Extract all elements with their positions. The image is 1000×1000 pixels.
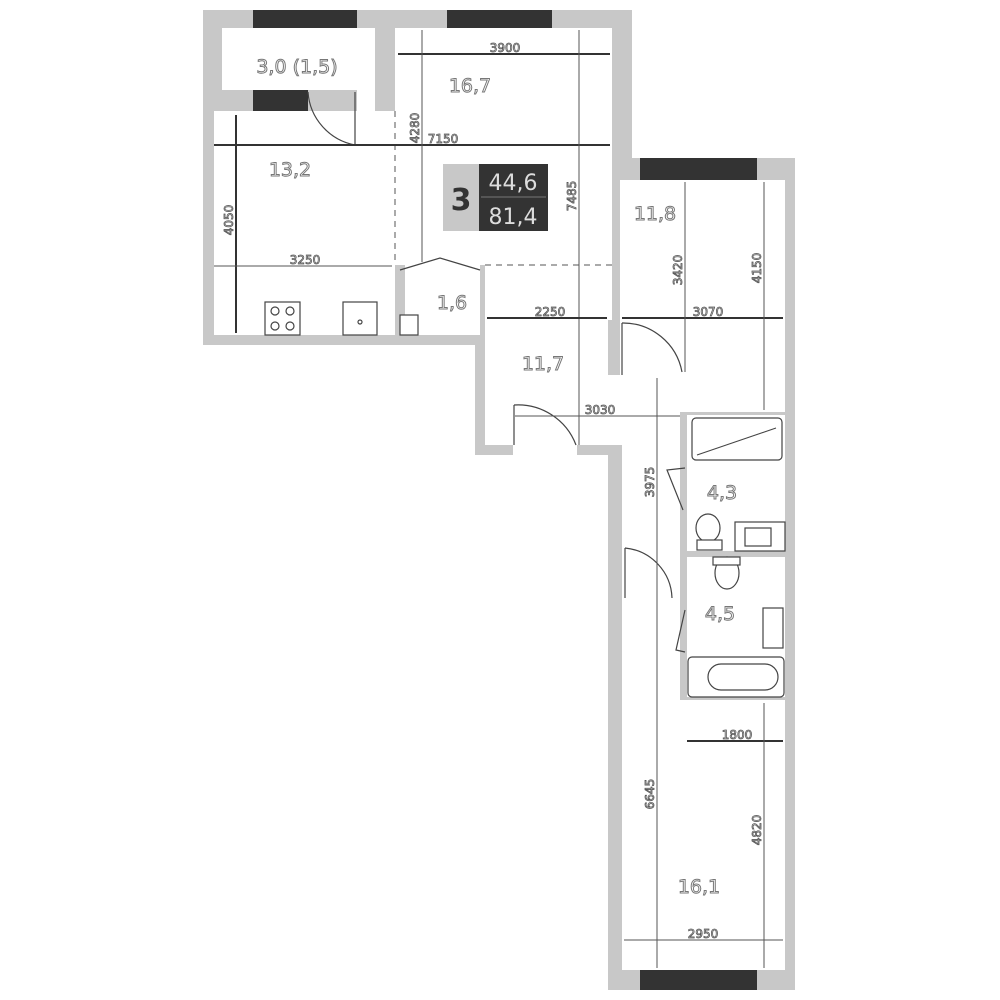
room-area-storage: 1,6 — [437, 292, 467, 314]
window — [640, 158, 757, 180]
dimension-lines — [214, 30, 783, 968]
windows — [253, 10, 757, 990]
dimension-label: 4050 — [222, 205, 236, 236]
window — [640, 970, 757, 990]
room-area-balcony: 3,0 (1,5) — [256, 56, 337, 78]
room-area-living: 16,7 — [449, 75, 491, 97]
shower-tray-icon — [691, 417, 783, 461]
washbasin-icon — [762, 607, 784, 649]
room-area-kitchen: 13,2 — [269, 159, 311, 181]
dimension-label: 4280 — [408, 113, 422, 144]
room-area-bathroom-1: 4,3 — [707, 482, 737, 504]
room-area-bedroom-1: 11,8 — [634, 203, 676, 225]
dimension-label: 3975 — [643, 467, 657, 498]
apartment-summary-badge: 3 44,6 81,4 — [443, 164, 548, 231]
dimension-label: 3420 — [671, 255, 685, 286]
dimension-label: 1800 — [722, 728, 753, 742]
room-area-hall: 11,7 — [522, 353, 564, 375]
dimension-label: 2250 — [535, 305, 566, 319]
dimension-label: 4820 — [750, 815, 764, 846]
window — [447, 10, 552, 28]
dimension-label: 6645 — [643, 779, 657, 810]
dimension-label: 3030 — [585, 403, 616, 417]
toilet-icon — [695, 513, 721, 543]
fixtures — [264, 301, 786, 698]
closet-fixture-icon — [399, 314, 419, 336]
living-area: 44,6 — [489, 171, 538, 196]
dimension-label: 4150 — [750, 253, 764, 284]
dimension-label: 2950 — [688, 927, 719, 941]
kitchen-sink-icon — [342, 301, 378, 336]
room-count: 3 — [451, 183, 472, 218]
dimension-label: 7150 — [428, 132, 459, 146]
dimension-label: 3250 — [290, 253, 321, 267]
total-area: 81,4 — [489, 205, 538, 230]
doors — [307, 91, 686, 653]
balcony-door-window — [253, 90, 308, 111]
room-area-bathroom-2: 4,5 — [705, 603, 735, 625]
window — [253, 10, 357, 28]
dimension-label: 7485 — [565, 181, 579, 212]
dimension-label: 3900 — [490, 41, 521, 55]
stove-icon — [264, 301, 301, 336]
dimension-label: 3070 — [693, 305, 724, 319]
zone-dividers — [394, 111, 612, 266]
room-area-bedroom-2: 16,1 — [678, 876, 720, 898]
